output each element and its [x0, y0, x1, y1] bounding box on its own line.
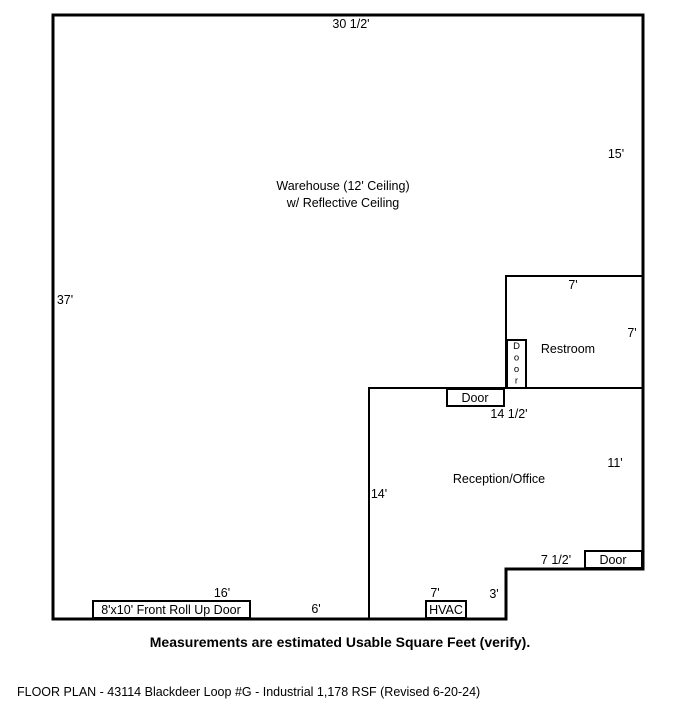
dim-restroom-height: 7'	[627, 326, 636, 340]
dim-bottom-office: 7'	[430, 586, 439, 600]
notch-door-box	[584, 550, 643, 569]
restroom-door-letter: D	[513, 341, 520, 352]
dim-bottom-door-span: 16'	[214, 586, 230, 600]
restroom-door-letter: r	[515, 376, 518, 387]
dim-left-height: 37'	[57, 293, 73, 307]
restroom-door-box	[506, 339, 527, 389]
hvac-box	[425, 600, 467, 619]
notch-door-label: Door	[599, 553, 626, 567]
dim-restroom-width: 7'	[568, 278, 577, 292]
dim-bottom-mid: 6'	[311, 602, 320, 616]
dim-notch-width: 7 1/2'	[541, 553, 571, 567]
restroom-door-label: Door	[513, 341, 520, 387]
restroom-door-letter: o	[514, 353, 519, 364]
office-door-box	[446, 388, 505, 407]
dim-office-height-right: 11'	[607, 456, 622, 470]
dim-top-width: 30 1/2'	[332, 17, 369, 31]
dim-notch-height: 3'	[489, 587, 498, 601]
measurement-note: Measurements are estimated Usable Square…	[149, 634, 531, 650]
office-door-label: Door	[461, 391, 488, 405]
warehouse-sublabel: w/ Reflective Ceiling	[286, 196, 400, 210]
restroom-label: Restroom	[541, 342, 595, 356]
roll-up-door-box	[92, 600, 251, 619]
roll-up-door-label: 8'x10' Front Roll Up Door	[101, 603, 241, 617]
office-wall	[368, 387, 643, 619]
restroom-door-letter: o	[514, 364, 519, 375]
dim-office-width: 14 1/2'	[490, 407, 527, 421]
hvac-label: HVAC	[429, 603, 463, 617]
dim-right-upper: 15'	[608, 147, 624, 161]
floor-plan-caption: FLOOR PLAN - 43114 Blackdeer Loop #G - I…	[17, 685, 481, 699]
outer-wall	[51, 13, 645, 621]
dim-office-height-left: 14'	[371, 487, 387, 501]
warehouse-label: Warehouse (12' Ceiling)	[276, 179, 409, 193]
reception-label: Reception/Office	[453, 472, 545, 486]
